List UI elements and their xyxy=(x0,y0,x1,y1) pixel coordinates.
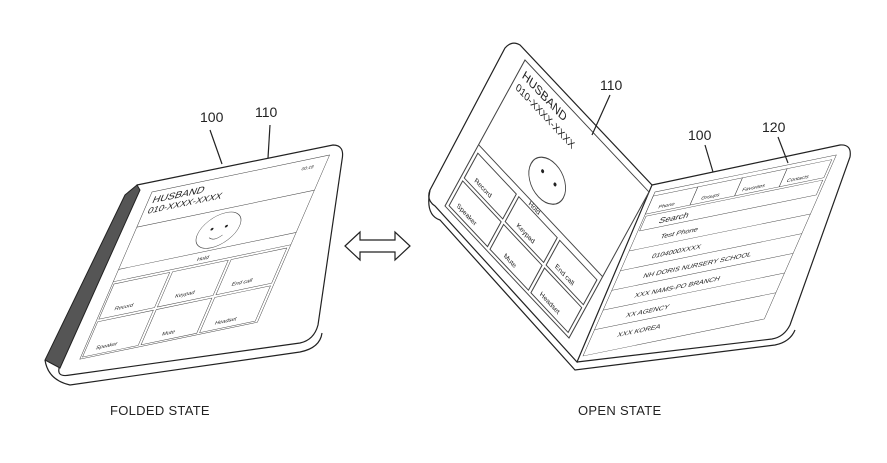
list-item[interactable]: XXX KOREA xyxy=(616,322,663,339)
tab-favorites[interactable]: Favorites xyxy=(741,183,766,193)
tab-contacts[interactable]: Contacts xyxy=(785,174,810,184)
caption-folded-state: FOLDED STATE xyxy=(110,403,210,418)
folded-call-screen: HUSBAND 010-XXXX-XXXX 00:18 Hold Record … xyxy=(79,154,331,360)
mute-button[interactable]: Mute xyxy=(161,329,176,337)
open-call-screen: HUSBAND 010-XXXX-XXXX Record Keypad End … xyxy=(444,59,650,339)
contact-list: Test Phone 0104000XXXX NH DORIS NURSERY … xyxy=(594,213,811,339)
list-item[interactable]: Test Phone xyxy=(659,225,700,241)
tab-phone[interactable]: Phone xyxy=(657,202,675,211)
ref-label-100: 100 xyxy=(200,109,224,125)
hold-button[interactable]: Hold xyxy=(196,255,210,263)
headset-button[interactable]: Headset xyxy=(214,317,238,327)
ref-label-120: 120 xyxy=(762,119,786,135)
record-button[interactable]: Record xyxy=(113,303,134,312)
open-contacts-screen: Phone Groups Favorites Contacts Search T… xyxy=(582,154,837,357)
double-arrow-icon xyxy=(344,230,411,262)
record-button[interactable]: Record xyxy=(473,177,492,200)
mute-button[interactable]: Mute xyxy=(503,253,517,271)
caption-open-state: OPEN STATE xyxy=(578,403,662,418)
avatar-face-icon xyxy=(528,156,567,205)
list-item[interactable]: XX AGENCY xyxy=(625,302,672,319)
tab-groups[interactable]: Groups xyxy=(700,193,721,202)
keypad-button[interactable]: Keypad xyxy=(174,290,196,300)
call-timer: 00:18 xyxy=(300,164,315,172)
end-call-button[interactable]: End call xyxy=(230,278,253,288)
hold-button[interactable]: Hold xyxy=(527,200,540,217)
ref-label-110: 110 xyxy=(600,77,623,93)
ref-label-100: 100 xyxy=(688,127,712,143)
speaker-button[interactable]: Speaker xyxy=(95,341,119,351)
ref-label-110: 110 xyxy=(255,104,278,120)
folded-device: HUSBAND 010-XXXX-XXXX 00:18 Hold Record … xyxy=(44,104,344,386)
search-input[interactable]: Search xyxy=(657,210,690,225)
open-device: HUSBAND 010-XXXX-XXXX Record Keypad End … xyxy=(428,42,851,371)
avatar-face-icon xyxy=(195,211,242,249)
